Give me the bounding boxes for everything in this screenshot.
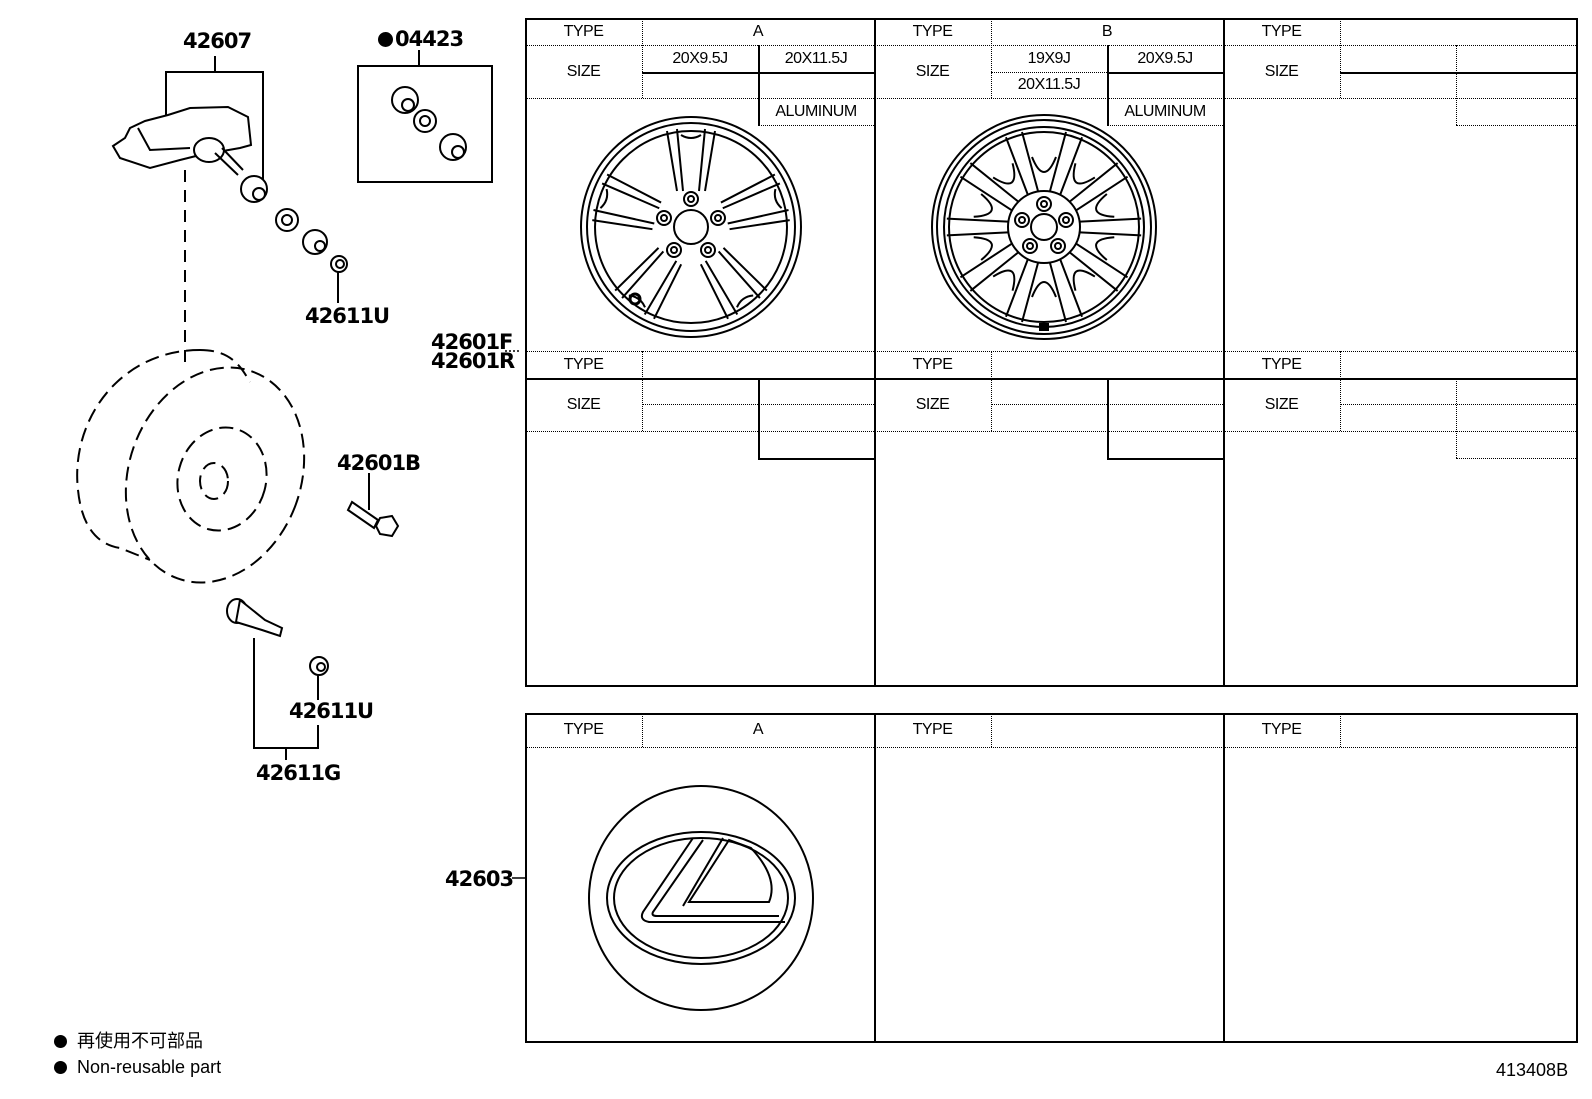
type-label: TYPE: [1261, 22, 1302, 40]
callout-42601b[interactable]: 42601B: [337, 451, 421, 475]
type-label: TYPE: [912, 355, 953, 373]
tpms-sensor-icon: [111, 105, 253, 176]
size-label: SIZE: [1264, 395, 1299, 413]
material-label: ALUMINUM: [775, 102, 857, 120]
non-reusable-marker-icon: [54, 1061, 67, 1074]
type-label: TYPE: [563, 721, 604, 738]
drawing-number: 413408B: [1496, 1060, 1569, 1080]
size-label: SIZE: [915, 62, 950, 80]
legend-japanese: 再使用不可部品: [54, 1028, 203, 1054]
type-value: B: [1101, 22, 1113, 40]
type-label: TYPE: [1261, 355, 1302, 373]
size-value: 20X9.5J: [1137, 49, 1193, 67]
size-label: SIZE: [1264, 62, 1299, 80]
type-label: TYPE: [563, 355, 604, 373]
size-label: SIZE: [566, 395, 601, 413]
valve-stem-icon: [226, 598, 284, 638]
callout-42607[interactable]: 42607: [183, 29, 252, 53]
size-value: 20X11.5J: [784, 49, 848, 67]
wheel-bolt-icon: [346, 473, 400, 538]
callout-04423[interactable]: 04423: [378, 28, 464, 50]
type-label: TYPE: [912, 721, 953, 738]
type-label: TYPE: [912, 22, 953, 40]
callout-42611g[interactable]: 42611G: [256, 761, 341, 785]
seal-kit-box: [357, 65, 493, 183]
callout-42601f[interactable]: 42601F: [431, 330, 513, 354]
wheel-type-table: [525, 18, 1578, 687]
size-label: SIZE: [915, 395, 950, 413]
size-value: 20X9.5J: [672, 49, 728, 67]
size-value: 20X11.5J: [1017, 76, 1081, 93]
center-cap-type-table: [525, 713, 1578, 1043]
type-value: A: [752, 22, 764, 40]
callout-42611u-upper[interactable]: 42611U: [305, 304, 390, 328]
legend-english: Non-reusable part: [54, 1054, 221, 1080]
callout-42611u-lower[interactable]: 42611U: [289, 699, 374, 723]
tire-icon: [76, 349, 306, 584]
non-reusable-marker-icon: [54, 1035, 67, 1048]
type-label: TYPE: [563, 22, 604, 40]
non-reusable-marker-icon: [378, 32, 393, 47]
size-value: 19X9J: [1027, 49, 1071, 67]
tpms-sensor-bracket: [165, 56, 264, 180]
material-label: ALUMINUM: [1124, 102, 1206, 120]
size-label: SIZE: [566, 62, 601, 80]
type-value: A: [752, 721, 764, 738]
type-label: TYPE: [1261, 721, 1302, 738]
callout-42603[interactable]: 42603: [445, 867, 514, 891]
callout-42601r[interactable]: 42601R: [431, 349, 515, 373]
